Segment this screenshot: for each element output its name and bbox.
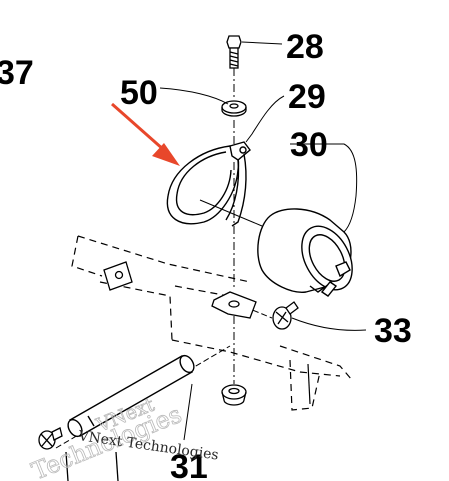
frame-bracket bbox=[71, 235, 353, 411]
callout-31: 31 bbox=[170, 448, 208, 481]
hose-part-31 bbox=[67, 354, 195, 438]
callout-50: 50 bbox=[120, 74, 158, 112]
hose-clamp-lower bbox=[38, 427, 119, 481]
clamp-part-29 bbox=[166, 141, 251, 227]
callout-29: 29 bbox=[288, 78, 326, 116]
callout-37: 37 bbox=[0, 54, 34, 92]
leader-lines bbox=[159, 41, 367, 441]
bolt-part-28 bbox=[226, 35, 242, 69]
callout-28: 28 bbox=[286, 28, 324, 66]
grommet bbox=[221, 384, 247, 406]
mounting-plate bbox=[211, 291, 257, 319]
callout-30: 30 bbox=[290, 126, 328, 164]
hose-clamp-part-33 bbox=[272, 301, 299, 330]
indicator-arrow bbox=[111, 102, 180, 166]
filter-part-30 bbox=[199, 199, 353, 297]
callout-33: 33 bbox=[374, 312, 412, 350]
frame-mount-tab bbox=[103, 261, 133, 291]
